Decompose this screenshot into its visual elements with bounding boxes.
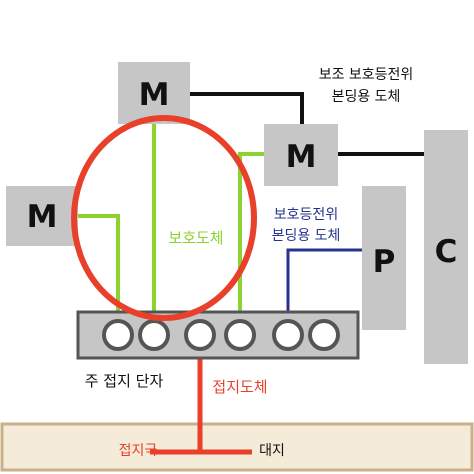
aux-bonding-label-line2: 본딩용 도체 — [332, 89, 401, 105]
earth-ground-strip — [0, 422, 474, 472]
terminal-hole-icon — [184, 319, 216, 351]
equipment-label-p: P — [373, 244, 396, 280]
equipment-box-c — [424, 130, 468, 364]
earth-label: 대지 — [259, 443, 285, 459]
equipment-box-m-top — [118, 62, 190, 124]
earth-electrode-label: 접지극 — [119, 443, 158, 459]
main-bonding-conductor-line — [286, 248, 362, 325]
aux-bonding-conductor-lines — [188, 92, 428, 156]
terminal-hole-icon — [102, 319, 134, 351]
protective-conductor-label: 보호도체 — [168, 229, 223, 247]
equipment-label-m-right: M — [286, 139, 317, 175]
terminal-hole-icon — [308, 319, 340, 351]
aux-bonding-line-upper — [188, 92, 304, 124]
main-bonding-label-line1: 보호등전위 — [274, 207, 338, 223]
terminal-hole-icon — [138, 319, 170, 351]
aux-bonding-label-line1: 보조 보호등전위 — [319, 67, 414, 83]
equipment-label-m-top: M — [139, 77, 170, 113]
equipment-box-m-left — [6, 186, 78, 246]
earthing-conductor-label: 접지도체 — [212, 378, 267, 396]
highlight-circle-icon — [71, 115, 257, 321]
equipment-box-m-right — [264, 124, 338, 186]
equipment-label-c: C — [435, 234, 458, 270]
protective-conductor-line-left — [78, 214, 120, 325]
equipment-box-p — [362, 186, 406, 330]
equipment-label-m-left: M — [27, 199, 58, 235]
terminal-hole-icon — [272, 319, 304, 351]
main-bonding-label-line2: 본딩용 도체 — [272, 228, 341, 244]
terminal-hole-icon — [224, 319, 256, 351]
terminal-holes — [102, 319, 340, 351]
main-earthing-terminal-label: 주 접지 단자 — [85, 372, 164, 390]
